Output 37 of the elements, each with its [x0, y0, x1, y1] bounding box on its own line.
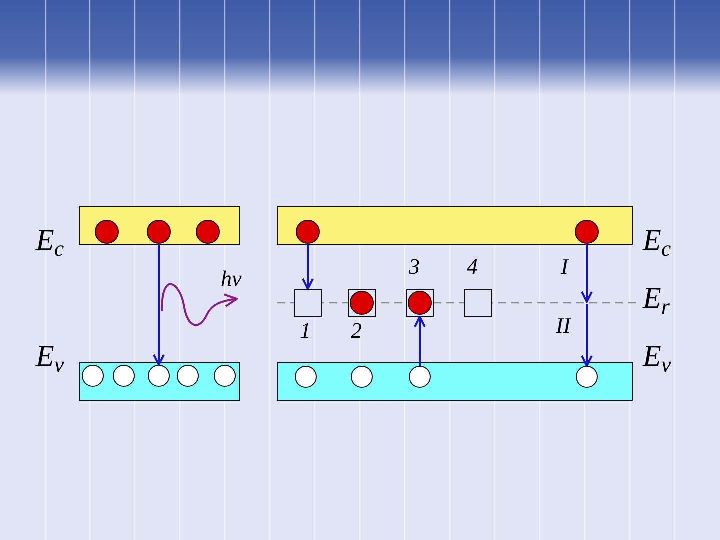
trap-number: 3 [409, 256, 420, 278]
hole-circle [350, 366, 372, 388]
transition-arrow [581, 244, 593, 303]
transition-arrow [414, 316, 426, 366]
electron-circle [296, 220, 320, 244]
edge-label: II [556, 315, 571, 337]
electron-circle [94, 220, 118, 244]
hole-circle [214, 364, 236, 386]
band-label: E$_{v}$ [36, 342, 64, 376]
trap-number: 2 [351, 320, 362, 342]
valence-band [277, 362, 633, 401]
band-label: E$_{v}$ [643, 342, 672, 376]
level-label: E$_{r}$ [643, 284, 670, 318]
band-label: E$_{c}$ [36, 226, 64, 260]
hole-circle [176, 364, 198, 386]
hole-circle [294, 366, 316, 388]
transition-arrow [581, 304, 593, 367]
edge-label: I [561, 256, 568, 278]
trap-number: 4 [467, 256, 478, 278]
band-label: E$_{c}$ [643, 226, 672, 260]
transition-arrow [153, 244, 165, 366]
electron-circle [146, 220, 170, 244]
conduction-band [79, 206, 240, 245]
trap-level-box [464, 289, 492, 317]
electron-circle [196, 220, 220, 244]
trap-level-box [294, 289, 322, 317]
conduction-band [277, 206, 633, 245]
hole-circle [148, 364, 170, 386]
valence-band [79, 362, 240, 401]
electron-circle [574, 220, 598, 244]
photon-label: hv [221, 268, 242, 290]
hole-circle [112, 364, 134, 386]
hole-circle [82, 364, 104, 386]
trap-number: 1 [300, 320, 311, 342]
hole-circle [408, 366, 430, 388]
transition-arrow [302, 244, 314, 290]
hole-circle [576, 366, 598, 388]
